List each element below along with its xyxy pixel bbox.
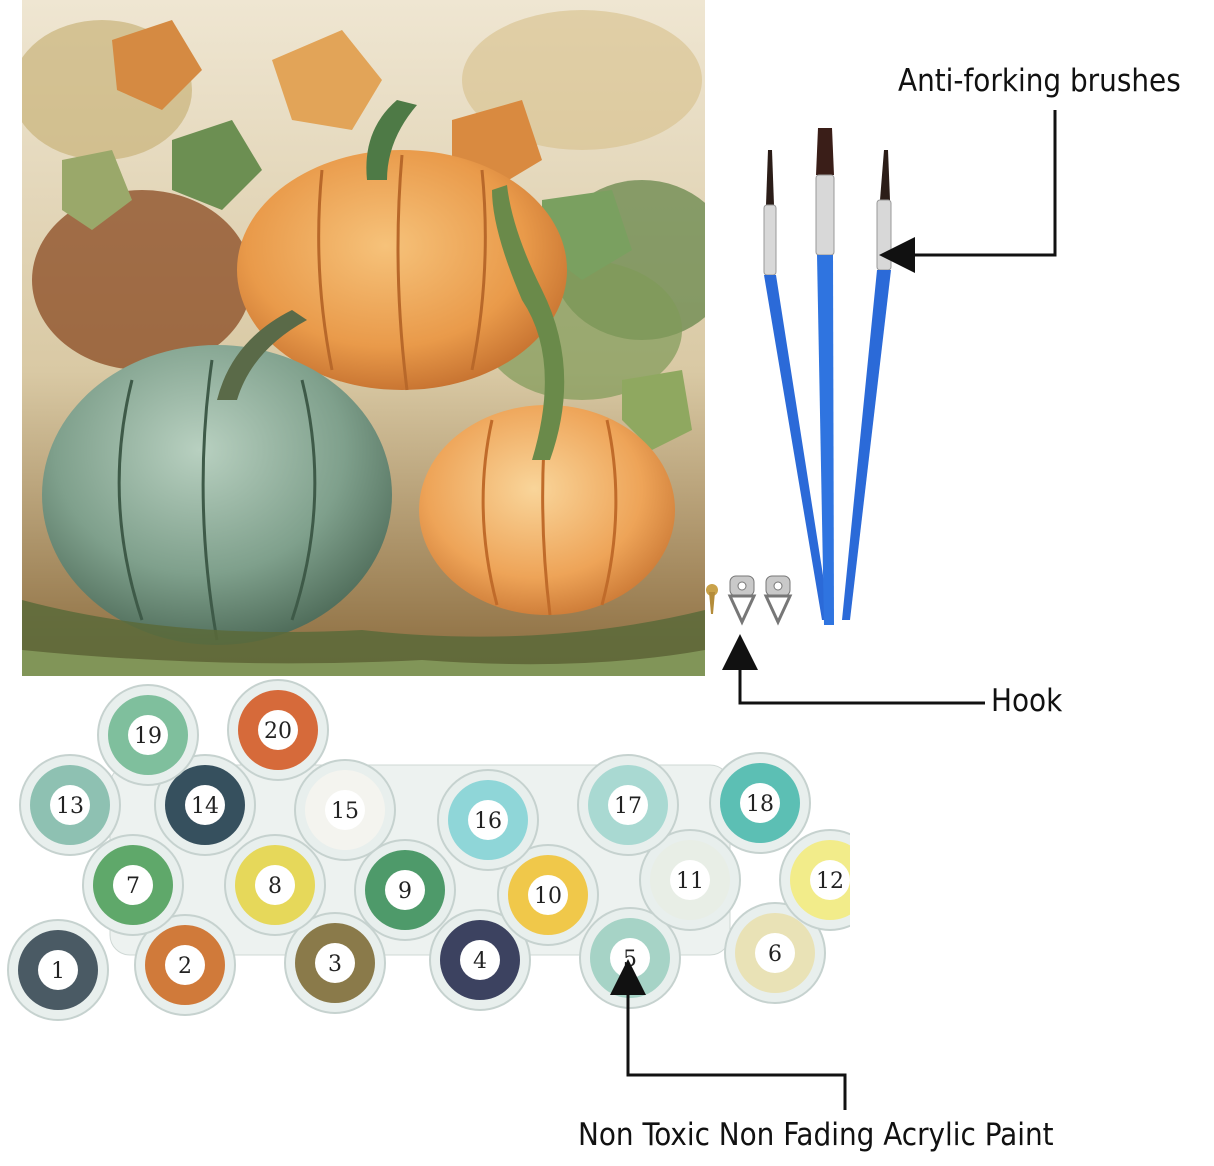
paint-pot-number: 16 <box>474 809 502 834</box>
paint-pot-number: 12 <box>816 869 844 894</box>
paint-pot-label-bg <box>670 860 710 900</box>
brush-left <box>763 150 830 620</box>
paint-pot: 17 <box>577 754 679 856</box>
paint-pot: 20 <box>227 679 329 781</box>
paint-pot-label-bg <box>258 710 298 750</box>
hooks-illustration <box>706 575 793 626</box>
paint-pot-label-bg <box>740 783 780 823</box>
paint-pot-number: 8 <box>268 874 282 899</box>
paint-pot: 11 <box>639 829 741 931</box>
paint-pot-label-bg <box>608 785 648 825</box>
paint-pot-label-bg <box>185 785 225 825</box>
paint-pot-number: 14 <box>191 794 219 819</box>
paint-pot-number: 3 <box>328 952 342 977</box>
paint-pot: 12 <box>779 829 850 931</box>
paint-pot-number: 9 <box>398 879 412 904</box>
paint-pot: 1 <box>7 919 109 1021</box>
paint-pot-label-bg <box>460 940 500 980</box>
hook-icon <box>763 575 793 626</box>
paint-pot-label-bg <box>528 875 568 915</box>
paint-label: Non Toxic Non Fading Acrylic Paint <box>578 1117 1054 1153</box>
paint-pot-number: 18 <box>746 792 774 817</box>
paint-pot-label-bg <box>315 943 355 983</box>
paint-pot-label-bg <box>325 790 365 830</box>
paint-pot-label-bg <box>385 870 425 910</box>
paint-pot-label-bg <box>128 715 168 755</box>
paint-pot: 2 <box>134 914 236 1016</box>
paint-pot: 9 <box>354 839 456 941</box>
paint-pot: 16 <box>437 769 539 871</box>
brushes-label: Anti-forking brushes <box>898 63 1181 99</box>
paint-pot-number: 10 <box>534 884 562 909</box>
brush-right <box>842 150 892 620</box>
paint-pot-number: 2 <box>178 954 192 979</box>
paint-pot: 4 <box>429 909 531 1011</box>
paint-pot: 10 <box>497 844 599 946</box>
paint-pot-label-bg <box>810 860 850 900</box>
paint-pot: 3 <box>284 912 386 1014</box>
paint-pot-label-bg <box>113 865 153 905</box>
paint-pot-number: 6 <box>768 942 782 967</box>
paint-pot-number: 7 <box>126 874 140 899</box>
paint-pot: 8 <box>224 834 326 936</box>
brush-middle <box>815 128 835 625</box>
paint-pot-label-bg <box>468 800 508 840</box>
paint-pot-label-bg <box>255 865 295 905</box>
paint-pot: 15 <box>294 759 396 861</box>
paint-pot: 14 <box>154 754 256 856</box>
paint-pot-label-bg <box>755 933 795 973</box>
paint-pot: 7 <box>82 834 184 936</box>
paint-pot-number: 19 <box>134 724 162 749</box>
paint-pot-number: 11 <box>676 869 704 894</box>
paint-pot-number: 4 <box>473 949 487 974</box>
paint-pot: 13 <box>19 754 121 856</box>
paint-pot-number: 13 <box>56 794 84 819</box>
paint-pot-number: 17 <box>614 794 642 819</box>
paint-pot-number: 15 <box>331 799 359 824</box>
paint-pot-label-bg <box>38 950 78 990</box>
paint-pot-number: 1 <box>51 959 65 984</box>
paint-pot: 18 <box>709 752 811 854</box>
paint-pot-label-bg <box>50 785 90 825</box>
screw-icon <box>706 584 718 614</box>
hook-label: Hook <box>991 683 1063 719</box>
paint-pot-number: 20 <box>264 719 292 744</box>
paint-pot-label-bg <box>165 945 205 985</box>
hook-icon <box>727 575 757 626</box>
paint-pot-number: 5 <box>623 947 637 972</box>
brushes-illustration <box>763 128 892 625</box>
paint-pot: 19 <box>97 684 199 786</box>
pumpkin-painting <box>22 0 705 676</box>
